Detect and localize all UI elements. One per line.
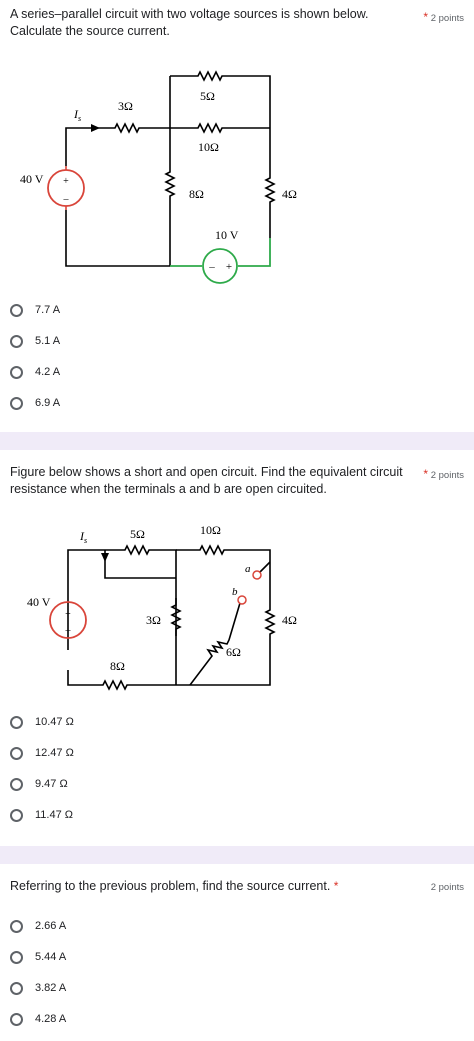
label-4ohm: 4Ω xyxy=(282,187,297,201)
option-label: 4.28 A xyxy=(35,1013,67,1025)
label-5ohm: 5Ω xyxy=(200,89,215,103)
option-label: 11.47 Ω xyxy=(35,809,73,821)
voltage-source-10v: – + xyxy=(170,238,271,284)
label-is: Is xyxy=(73,107,81,123)
option-3-1[interactable]: 2.66 A xyxy=(10,916,66,936)
radio-button[interactable] xyxy=(10,1012,23,1026)
option-3-4[interactable]: 4.28 A xyxy=(10,1009,66,1029)
svg-text:+: + xyxy=(63,176,69,187)
label-8ohm: 8Ω xyxy=(110,659,125,673)
label-40v: 40 V xyxy=(27,595,51,609)
question-3-text: Referring to the previous problem, find … xyxy=(10,878,410,895)
option-label: 12.47 Ω xyxy=(35,747,74,759)
radio-button[interactable] xyxy=(10,919,23,933)
label-10ohm: 10Ω xyxy=(200,523,221,537)
radio-button[interactable] xyxy=(10,334,23,348)
svg-text:–: – xyxy=(63,194,70,205)
option-1-3[interactable]: 4.2 A xyxy=(10,362,60,382)
option-2-2[interactable]: 12.47 Ω xyxy=(10,743,74,763)
svg-text:+: + xyxy=(226,261,232,273)
radio-button[interactable] xyxy=(10,950,23,964)
voltage-source-40v: + – xyxy=(49,601,87,639)
radio-button[interactable] xyxy=(10,808,23,822)
svg-text:–: – xyxy=(65,625,72,636)
radio-button[interactable] xyxy=(10,981,23,995)
option-label: 10.47 Ω xyxy=(35,716,74,728)
option-2-1[interactable]: 10.47 Ω xyxy=(10,712,74,732)
label-3ohm: 3Ω xyxy=(146,613,161,627)
required-star: * xyxy=(423,10,429,24)
label-8ohm: 8Ω xyxy=(189,187,204,201)
points-label: 2 points xyxy=(430,13,464,24)
label-6ohm: 6Ω xyxy=(226,645,241,659)
svg-text:–: – xyxy=(208,261,215,273)
radio-button[interactable] xyxy=(10,715,23,729)
required-star: * xyxy=(333,879,339,893)
voltage-source-40v: + – xyxy=(47,166,85,210)
option-label: 5.44 A xyxy=(35,951,67,963)
option-label: 2.66 A xyxy=(35,920,67,932)
question-1-points: * 2 points xyxy=(423,10,464,24)
option-3-2[interactable]: 5.44 A xyxy=(10,947,66,967)
question-2-points: * 2 points xyxy=(423,467,464,481)
label-5ohm: 5Ω xyxy=(130,527,145,541)
circuit-diagram-1: + – – + Is 40 V 3Ω 5Ω 10Ω 8Ω 4Ω 10 V xyxy=(20,70,297,284)
required-star: * xyxy=(423,467,429,481)
radio-button[interactable] xyxy=(10,396,23,410)
label-a: a xyxy=(245,563,251,575)
label-4ohm: 4Ω xyxy=(282,613,297,627)
option-1-2[interactable]: 5.1 A xyxy=(10,331,60,351)
radio-button[interactable] xyxy=(10,365,23,379)
terminal-b-icon xyxy=(237,595,247,605)
section-separator xyxy=(0,846,474,864)
option-label: 4.2 A xyxy=(35,366,61,378)
label-40v: 40 V xyxy=(20,172,44,186)
current-arrow-icon xyxy=(101,553,109,562)
question-3-points: 2 points xyxy=(430,882,464,893)
option-label: 7.7 A xyxy=(35,304,61,316)
question-card-2: Figure below shows a short and open circ… xyxy=(0,450,474,846)
option-label: 3.82 A xyxy=(35,982,67,994)
option-label: 5.1 A xyxy=(35,335,61,347)
question-2-text: Figure below shows a short and open circ… xyxy=(10,465,403,496)
option-label: 6.9 A xyxy=(35,397,61,409)
radio-button[interactable] xyxy=(10,746,23,760)
label-10v: 10 V xyxy=(215,228,239,242)
question-card-3: Referring to the previous problem, find … xyxy=(0,864,474,1041)
option-label: 9.47 Ω xyxy=(35,778,68,790)
option-3-3[interactable]: 3.82 A xyxy=(10,978,66,998)
label-3ohm: 3Ω xyxy=(118,99,133,113)
question-1-text: A series–parallel circuit with two volta… xyxy=(10,7,369,38)
terminal-a-icon xyxy=(252,570,262,580)
option-1-4[interactable]: 6.9 A xyxy=(10,393,60,413)
label-b: b xyxy=(232,586,238,598)
radio-button[interactable] xyxy=(10,303,23,317)
option-1-1[interactable]: 7.7 A xyxy=(10,300,60,320)
svg-text:+: + xyxy=(65,609,71,620)
circuit-diagram-2: + – Is 40 V 5Ω 10Ω a b 3Ω 4Ω 6Ω 8Ω xyxy=(27,523,297,691)
radio-button[interactable] xyxy=(10,777,23,791)
question-card-1: A series–parallel circuit with two volta… xyxy=(0,0,474,432)
section-separator xyxy=(0,432,474,450)
option-2-3[interactable]: 9.47 Ω xyxy=(10,774,68,794)
question-3-label: Referring to the previous problem, find … xyxy=(10,879,331,893)
current-arrow-icon xyxy=(91,124,100,132)
points-label: 2 points xyxy=(430,470,464,481)
option-2-4[interactable]: 11.47 Ω xyxy=(10,805,73,825)
label-is: Is xyxy=(79,529,87,545)
label-10ohm: 10Ω xyxy=(198,140,219,154)
